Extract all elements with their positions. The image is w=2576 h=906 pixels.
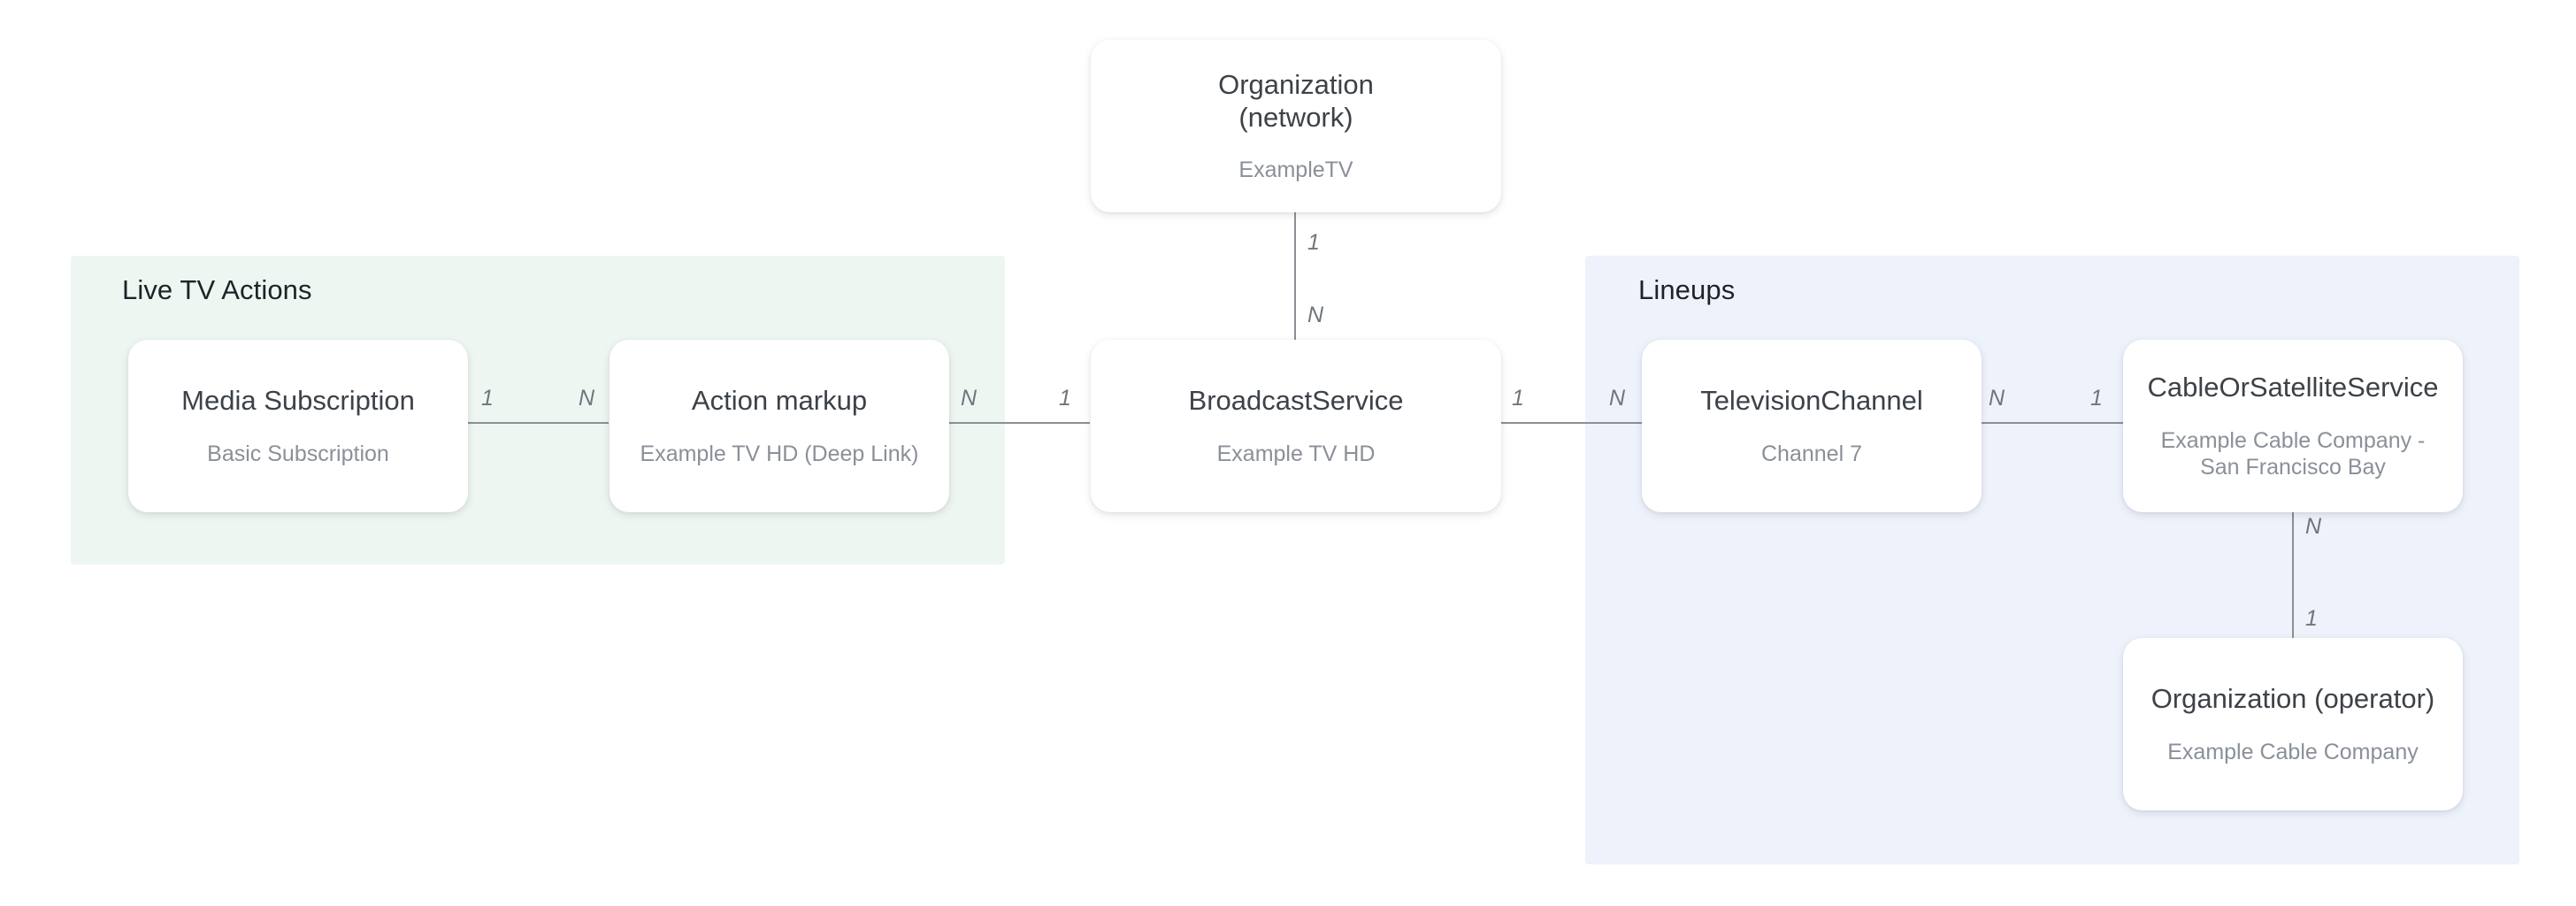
panel-lineups-title: Lineups bbox=[1638, 274, 1736, 305]
node-action-markup-subtitle: Example TV HD (Deep Link) bbox=[640, 441, 919, 466]
node-organization-network-title: Organization (network) bbox=[1218, 68, 1374, 133]
node-organization-operator-title: Organization (operator) bbox=[2150, 683, 2435, 715]
edge-label-cable-service-to-organization-operator-target: 1 bbox=[2305, 606, 2318, 631]
node-media-subscription-title: Media Subscription bbox=[181, 385, 415, 417]
edge-label-action-markup-to-broadcast-service-source: N bbox=[961, 386, 978, 411]
node-broadcast-service-title: BroadcastService bbox=[1188, 385, 1404, 417]
node-broadcast-service[interactable]: BroadcastService Example TV HD bbox=[1091, 340, 1501, 512]
node-action-markup[interactable]: Action markup Example TV HD (Deep Link) bbox=[610, 340, 949, 512]
edge-label-cable-service-to-organization-operator-source: N bbox=[2305, 514, 2322, 539]
panel-live-tv-actions-title: Live TV Actions bbox=[122, 274, 312, 305]
node-cable-or-satellite-service-subtitle: Example Cable Company - San Francisco Ba… bbox=[2160, 427, 2426, 480]
edge-action-markup-to-broadcast-service bbox=[948, 422, 1090, 424]
edge-label-television-channel-to-cable-service-target: 1 bbox=[2090, 386, 2103, 411]
edge-media-subscription-to-action-markup bbox=[467, 422, 609, 424]
edge-cable-service-to-organization-operator bbox=[2292, 511, 2294, 641]
edge-organization-network-to-broadcast-service bbox=[1294, 212, 1296, 341]
edge-label-broadcast-service-to-television-channel-target: N bbox=[1609, 386, 1626, 411]
node-media-subscription[interactable]: Media Subscription Basic Subscription bbox=[128, 340, 468, 512]
node-television-channel-subtitle: Channel 7 bbox=[1761, 441, 1862, 466]
node-broadcast-service-subtitle: Example TV HD bbox=[1216, 441, 1376, 466]
node-organization-network[interactable]: Organization (network) ExampleTV bbox=[1091, 40, 1501, 212]
edge-label-action-markup-to-broadcast-service-target: 1 bbox=[1059, 386, 1071, 411]
node-television-channel[interactable]: TelevisionChannel Channel 7 bbox=[1642, 340, 1982, 512]
node-cable-or-satellite-service[interactable]: CableOrSatelliteService Example Cable Co… bbox=[2123, 340, 2463, 512]
edge-label-organization-network-to-broadcast-service-source: 1 bbox=[1307, 230, 1320, 255]
node-organization-network-subtitle: ExampleTV bbox=[1238, 157, 1353, 183]
edge-label-television-channel-to-cable-service-source: N bbox=[1989, 386, 2005, 411]
edge-broadcast-service-to-television-channel bbox=[1497, 422, 1642, 424]
edge-label-media-subscription-to-action-markup-source: 1 bbox=[481, 386, 494, 411]
node-media-subscription-subtitle: Basic Subscription bbox=[207, 441, 389, 466]
node-organization-operator[interactable]: Organization (operator) Example Cable Co… bbox=[2123, 638, 2463, 810]
edge-label-media-subscription-to-action-markup-target: N bbox=[579, 386, 595, 411]
edge-label-broadcast-service-to-television-channel-source: 1 bbox=[1512, 386, 1524, 411]
node-television-channel-title: TelevisionChannel bbox=[1700, 385, 1923, 417]
edge-label-organization-network-to-broadcast-service-target: N bbox=[1307, 303, 1324, 327]
node-organization-operator-subtitle: Example Cable Company bbox=[2167, 739, 2419, 764]
edge-television-channel-to-cable-or-satellite-service bbox=[1974, 422, 2127, 424]
node-action-markup-title: Action markup bbox=[691, 385, 868, 417]
node-cable-or-satellite-service-title: CableOrSatelliteService bbox=[2147, 372, 2439, 403]
